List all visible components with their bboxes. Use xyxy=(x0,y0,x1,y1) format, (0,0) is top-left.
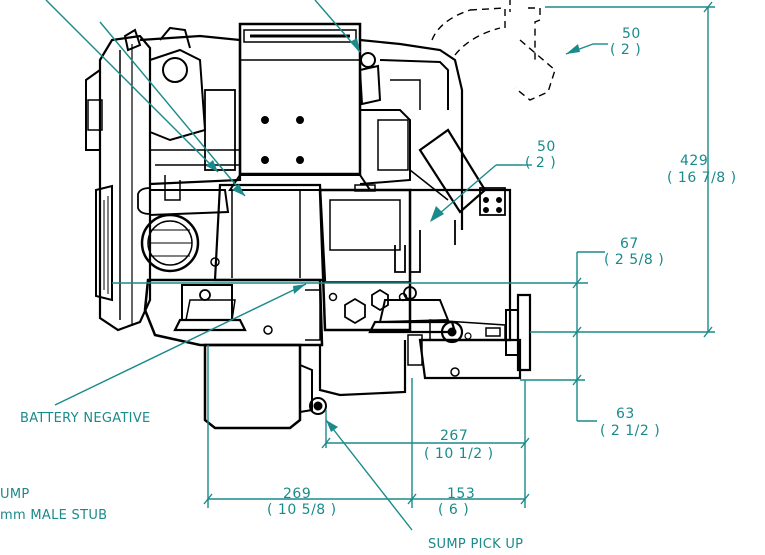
dim-63: 63 ( 2 1/2 ) xyxy=(600,406,660,439)
dim-50-mid-in: ( 2 ) xyxy=(525,155,556,171)
dim-50-top-mm: 50 xyxy=(622,26,641,42)
dim-267-in: ( 10 1/2 ) xyxy=(424,446,494,462)
dimension-lines xyxy=(45,0,715,531)
dim-50-mid: 50 ( 2 ) xyxy=(525,139,556,171)
dim-50-mid-mm: 50 xyxy=(537,139,556,155)
sump-label-line1: UMP xyxy=(0,487,29,502)
dim-269-in: ( 10 5/8 ) xyxy=(267,502,337,518)
dim-50-top-in: ( 2 ) xyxy=(610,42,641,58)
dim-153-in: ( 6 ) xyxy=(438,502,469,518)
dim-429-in: ( 16 7/8 ) xyxy=(667,170,737,186)
sump-label-line2: mm MALE STUB xyxy=(0,508,107,523)
dim-269-mm: 269 xyxy=(283,486,311,502)
dim-153-mm: 153 xyxy=(447,486,475,502)
dim-50-top: 50 ( 2 ) xyxy=(610,26,641,58)
dim-67: 67 ( 2 5/8 ) xyxy=(604,236,664,268)
dim-269: 269 ( 10 5/8 ) xyxy=(267,486,337,518)
sump-pick-up-label: SUMP PICK UP xyxy=(428,537,523,552)
dim-429: 429 ( 16 7/8 ) xyxy=(667,153,737,186)
engine-outline xyxy=(85,0,556,430)
dim-267: 267 ( 10 1/2 ) xyxy=(424,428,494,462)
dim-67-mm: 67 xyxy=(620,236,639,252)
dim-153: 153 ( 6 ) xyxy=(438,486,475,518)
dim-429-mm: 429 xyxy=(680,153,708,169)
dim-63-mm: 63 xyxy=(616,406,635,422)
dim-67-in: ( 2 5/8 ) xyxy=(604,252,664,268)
leader-arrowheads xyxy=(206,38,580,432)
dim-267-mm: 267 xyxy=(440,428,468,444)
battery-negative-label: BATTERY NEGATIVE xyxy=(20,411,151,426)
dim-63-in: ( 2 1/2 ) xyxy=(600,423,660,439)
